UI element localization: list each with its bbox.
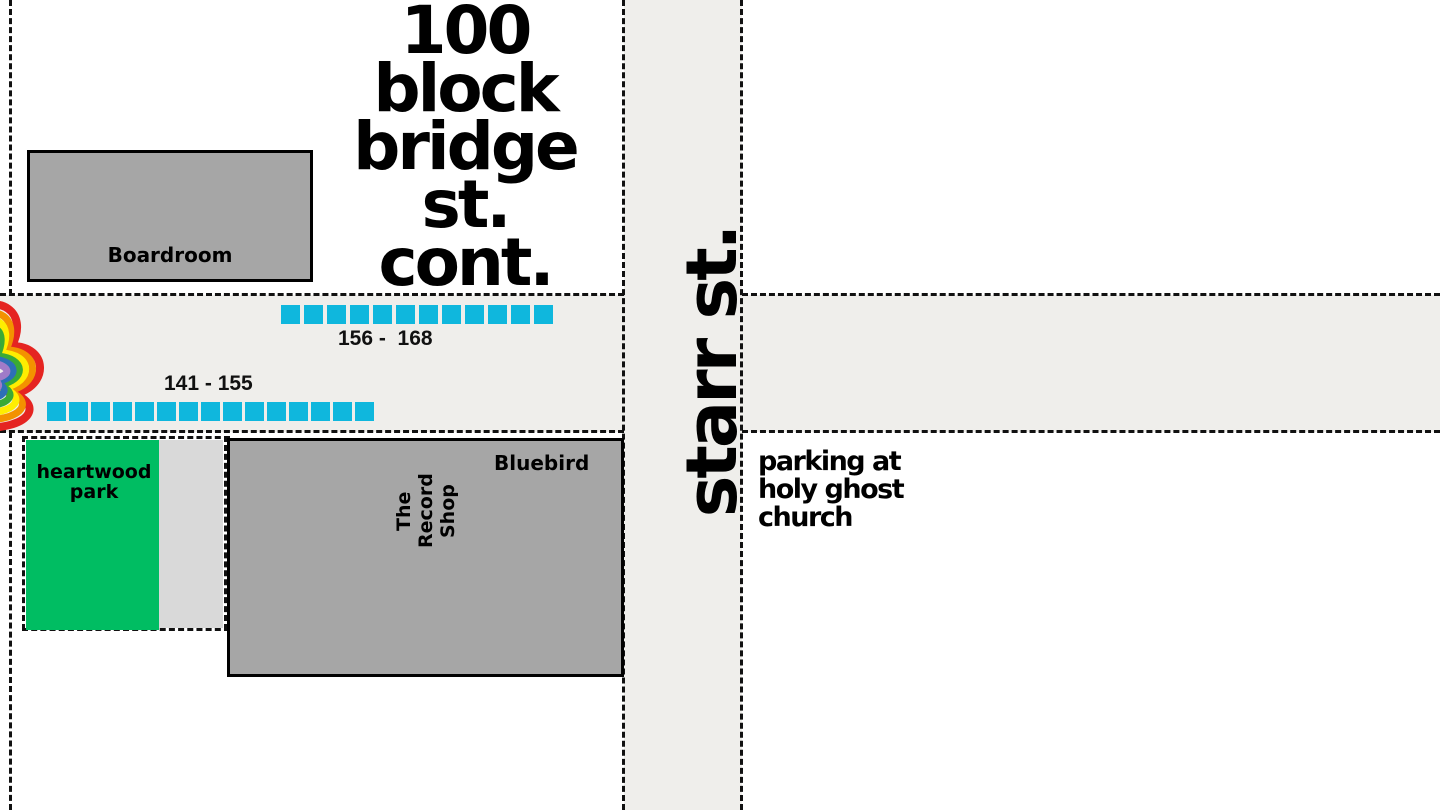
curb-line bbox=[742, 430, 1440, 433]
curb-line bbox=[9, 432, 12, 810]
boardroom-label: Boardroom bbox=[107, 243, 233, 267]
address-range-south: 141 - 155 bbox=[164, 372, 253, 395]
parking-stall bbox=[223, 402, 242, 421]
parking-stall bbox=[511, 305, 530, 324]
boardroom-building: Boardroom bbox=[27, 150, 313, 282]
parking-stall bbox=[333, 402, 352, 421]
parking-stalls-south bbox=[47, 402, 379, 422]
curb-line bbox=[224, 436, 227, 630]
parking-stall bbox=[201, 402, 220, 421]
parking-stall bbox=[135, 402, 154, 421]
parking-stall bbox=[355, 402, 374, 421]
heartwood-park: heartwood park bbox=[26, 440, 159, 630]
address-range-north: 156 - 168 bbox=[338, 327, 433, 350]
park-path bbox=[159, 440, 223, 628]
starr-street bbox=[624, 0, 742, 810]
parking-stall bbox=[534, 305, 553, 324]
curb-line bbox=[0, 430, 624, 433]
parking-stall bbox=[350, 305, 369, 324]
parking-stall bbox=[245, 402, 264, 421]
heartwood-park-label: heartwood park bbox=[36, 461, 152, 503]
map-title-line-1: 100 block bbox=[373, 0, 559, 127]
parking-stall bbox=[465, 305, 484, 324]
curb-line bbox=[22, 436, 25, 630]
parking-stall bbox=[91, 402, 110, 421]
map-title-line-3: cont. bbox=[378, 224, 554, 301]
parking-stall bbox=[327, 305, 346, 324]
holy-ghost-parking-label: parking at holy ghost church bbox=[758, 446, 905, 533]
record-shop-label: The Record Shop bbox=[393, 473, 459, 549]
parking-stall bbox=[281, 305, 300, 324]
parking-stall bbox=[179, 402, 198, 421]
parking-stall bbox=[419, 305, 438, 324]
parking-stall bbox=[442, 305, 461, 324]
bridge-street-east bbox=[742, 295, 1440, 432]
parking-stall bbox=[69, 402, 88, 421]
record-shop-bluebird-building: The Record Shop Bluebird bbox=[227, 438, 624, 677]
parking-stall bbox=[396, 305, 415, 324]
curb-line bbox=[22, 436, 230, 439]
parking-stall bbox=[113, 402, 132, 421]
parking-stall bbox=[311, 402, 330, 421]
rainbow-heart-icon bbox=[0, 301, 44, 431]
parking-stall bbox=[157, 402, 176, 421]
curb-line bbox=[622, 0, 625, 810]
parking-stall bbox=[267, 402, 286, 421]
parking-stall bbox=[373, 305, 392, 324]
curb-line bbox=[0, 293, 624, 296]
map-title: 100 block bridge st. cont. bbox=[300, 0, 630, 301]
parking-stall bbox=[488, 305, 507, 324]
parking-stall bbox=[304, 305, 323, 324]
curb-line bbox=[740, 0, 743, 810]
parking-stall bbox=[47, 402, 66, 421]
bluebird-label: Bluebird bbox=[494, 451, 590, 475]
curb-line bbox=[9, 0, 12, 295]
parking-stall bbox=[289, 402, 308, 421]
curb-line bbox=[742, 293, 1440, 296]
starr-street-label: starr st. bbox=[671, 226, 753, 518]
parking-stalls-north bbox=[281, 305, 561, 325]
map-title-line-2: bridge st. bbox=[353, 108, 580, 243]
